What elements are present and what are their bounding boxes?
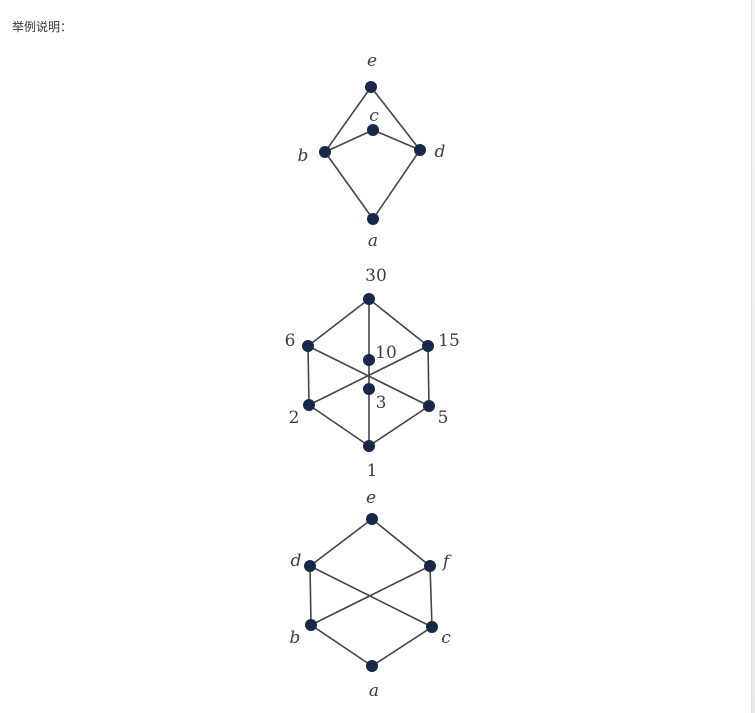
node-30 <box>363 293 375 305</box>
edge-b-c <box>324 129 374 153</box>
edge-b-a <box>310 624 373 667</box>
node-a <box>366 660 378 672</box>
edge-d-a <box>372 149 421 220</box>
edge-6-2 <box>307 345 310 406</box>
node-label-3: 3 <box>376 393 387 413</box>
node-d <box>414 144 426 156</box>
edge-30-15 <box>368 298 429 347</box>
node-label-1: 1 <box>367 461 378 481</box>
node-d <box>304 560 316 572</box>
node-e <box>366 513 378 525</box>
node-10 <box>363 354 375 366</box>
hasse-diagram-2: 30 6 15 10 3 2 5 1 <box>285 266 460 481</box>
edge-d-c <box>309 565 433 628</box>
node-label-6: 6 <box>285 331 296 351</box>
node-6 <box>302 340 314 352</box>
edge-b-a <box>324 151 374 220</box>
node-label-f: f <box>441 552 452 572</box>
caption-text: 举例说明： <box>12 20 73 34</box>
node-label-b: b <box>298 146 309 166</box>
node-label-30: 30 <box>365 266 387 286</box>
node-label-c: c <box>441 628 451 648</box>
edge-5-1 <box>368 405 430 447</box>
edge-c-d <box>372 129 421 151</box>
node-label-e: e <box>367 51 377 71</box>
node-1 <box>363 440 375 452</box>
node-label-d: d <box>435 142 446 162</box>
edge-e-b <box>324 86 372 153</box>
node-c <box>367 124 379 136</box>
node-label-a: a <box>369 681 379 701</box>
node-label-10: 10 <box>375 343 397 363</box>
page-right-edge <box>751 0 755 713</box>
node-b <box>319 146 331 158</box>
edge-e-f <box>371 518 431 567</box>
node-5 <box>423 400 435 412</box>
edge-2-1 <box>308 404 370 447</box>
hasse-diagram-3: e d f b c a <box>290 488 452 701</box>
node-label-5: 5 <box>438 408 449 428</box>
edge-f-c <box>429 565 433 628</box>
node-b <box>305 619 317 631</box>
edge-c-a <box>371 626 433 667</box>
node-c <box>426 621 438 633</box>
edge-d-b <box>309 565 312 626</box>
node-label-2: 2 <box>289 408 300 428</box>
node-label-d: d <box>291 551 302 571</box>
node-label-a: a <box>368 231 378 251</box>
edge-e-d <box>370 86 421 151</box>
edge-f-b <box>310 565 431 626</box>
edge-e-d <box>309 518 373 567</box>
edge-30-6 <box>307 298 370 347</box>
node-label-c: c <box>369 106 379 126</box>
node-label-15: 15 <box>438 331 460 351</box>
node-a <box>367 213 379 225</box>
node-label-e: e <box>366 488 376 508</box>
node-3 <box>363 383 375 395</box>
hasse-diagram-1: e c b d a <box>298 51 446 251</box>
node-15 <box>422 340 434 352</box>
node-label-b: b <box>290 628 301 648</box>
node-2 <box>303 399 315 411</box>
node-f <box>424 560 436 572</box>
node-e <box>365 81 377 93</box>
edge-15-5 <box>427 345 430 407</box>
